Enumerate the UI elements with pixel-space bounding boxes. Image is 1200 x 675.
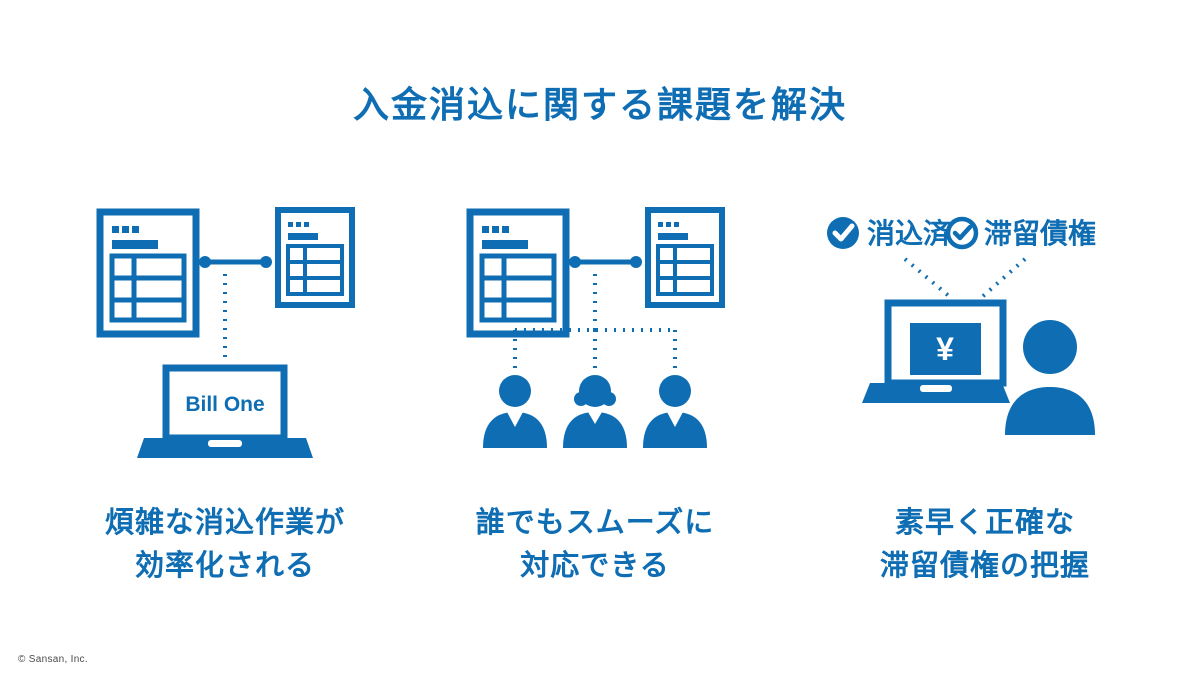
invoice-icon (466, 208, 570, 338)
badge-reconciled-label: 消込済 (867, 218, 952, 249)
caption-accuracy: 素早く正確な 滞留債権の把握 (805, 502, 1165, 588)
badge-reconciled: 消込済 (827, 217, 952, 249)
badge-outstanding: 滞留債権 (945, 216, 1096, 250)
invoice-icon (96, 208, 200, 338)
illustration-team (466, 207, 725, 448)
match-connector (199, 256, 272, 268)
badge-outstanding-label: 滞留債権 (984, 217, 1096, 249)
caption-line: 誰でもスムーズに (475, 507, 715, 539)
caption-line: 対応できる (520, 550, 670, 582)
copyright-notice: © Sansan, Inc. (18, 654, 88, 665)
invoice-icon-small (645, 207, 725, 308)
dashed-converge (903, 257, 1027, 299)
caption-line: 素早く正確な (894, 507, 1075, 539)
invoice-icon-small (275, 207, 355, 308)
laptop-icon: Bill One (137, 364, 313, 458)
caption-anyone: 誰でもスムーズに 対応できる (415, 502, 775, 588)
person-icon (483, 375, 547, 448)
person-icon-female (563, 375, 627, 448)
caption-line: 滞留債権の把握 (879, 550, 1090, 582)
check-icon (952, 224, 973, 241)
caption-efficiency: 煩雑な消込作業が 効率化される (45, 502, 405, 588)
slide-title: 入金消込に関する課題を解決 (352, 84, 847, 125)
bill-one-logo: Bill One (185, 393, 264, 416)
check-icon (832, 223, 855, 242)
caption-line: 効率化される (134, 550, 315, 582)
yen-symbol: ¥ (936, 331, 954, 367)
illustration-monitoring: 消込済 滞留債権 ¥ (827, 216, 1096, 435)
illustration-reconciliation: Bill One (96, 207, 355, 458)
match-connector (569, 256, 642, 268)
dashed-fork (513, 274, 677, 375)
check-circle-outline-icon (945, 216, 979, 250)
laptop-yen-icon: ¥ (862, 299, 1010, 403)
person-icon (1005, 320, 1095, 435)
caption-line: 煩雑な消込作業が (104, 507, 345, 539)
person-icon (643, 375, 707, 448)
